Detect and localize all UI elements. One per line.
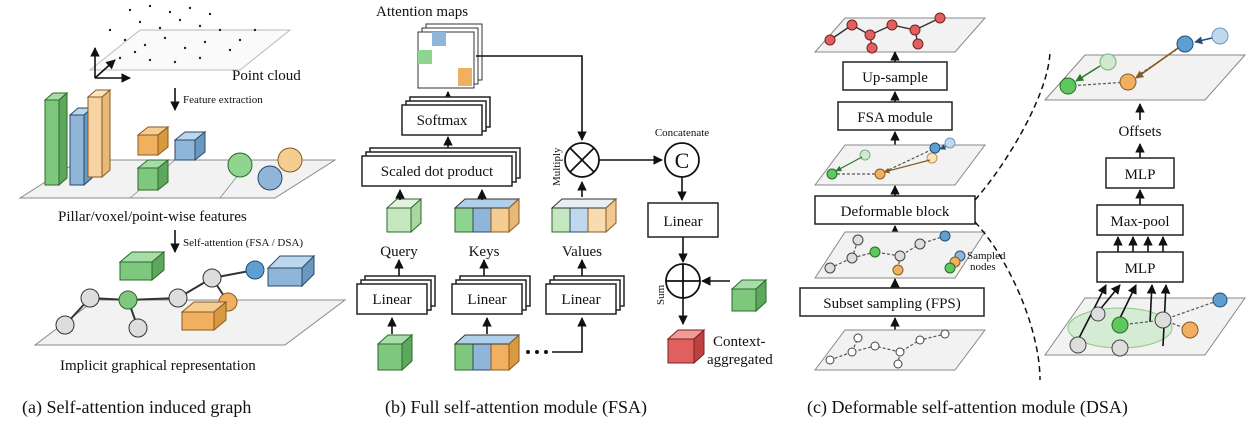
panel-b: Attention maps Softmax Scaled dot produc… (356, 4, 773, 418)
query-cube (385, 197, 423, 234)
deformable-block-box (814, 195, 976, 225)
multiply-icon (569, 147, 595, 173)
pillar-orange (86, 88, 112, 179)
mlp-label-bottom: MLP (1125, 261, 1156, 277)
point-cloud-points (108, 4, 257, 64)
input-graph (825, 329, 950, 369)
features-label: Pillar/voxel/point-wise features (58, 209, 247, 225)
linear-box-query (356, 275, 436, 315)
implicit-label: Implicit graphical representation (60, 358, 256, 374)
keys-label: Keys (469, 244, 500, 260)
sampled-nodes-icon (944, 250, 966, 274)
arrow-to-values-linear (552, 317, 587, 353)
pillar-green-small (118, 250, 166, 282)
fsa-module-label: FSA module (857, 110, 933, 126)
sampled-label: Sampled (967, 250, 1006, 262)
linear-label-out: Linear (663, 214, 702, 230)
mlp-box-top (1105, 157, 1175, 189)
arrow-maps-multiply (476, 55, 587, 141)
graph-node (55, 315, 75, 335)
zoom-line-top (974, 49, 1051, 201)
voxel-blue (173, 130, 207, 162)
softmax-box (401, 96, 491, 136)
keys-cubes (453, 197, 521, 234)
graph-node (168, 288, 188, 308)
sphere-blue (257, 165, 283, 191)
point-cloud-label: Point cloud (232, 68, 301, 84)
sampled-graph (824, 230, 951, 276)
offsets-label: Offsets (1118, 124, 1161, 140)
voxel-orange (136, 125, 170, 157)
input-cube-green (376, 333, 414, 372)
pillar-green (43, 91, 69, 187)
voxel-green (136, 158, 170, 192)
offsets-plane (1043, 54, 1247, 101)
values-label: Values (562, 244, 602, 260)
graph-node (128, 318, 148, 338)
values-cubes (550, 197, 618, 234)
self-attention-label: Self-attention (FSA / DSA) (183, 237, 303, 249)
upsample-label: Up-sample (862, 70, 928, 86)
pillar-orange-small (180, 300, 228, 332)
point-cloud-plane (88, 29, 292, 71)
subset-label: Subset sampling (FPS) (823, 296, 961, 312)
feature-extraction-label: Feature extraction (183, 94, 263, 106)
residual-cube-green (730, 278, 768, 313)
caption-c: (c) Deformable self-attention module (DS… (807, 397, 1128, 418)
linear-label-keys: Linear (467, 292, 506, 308)
sphere-green (227, 152, 253, 178)
multiply-label: Multiply (551, 147, 563, 186)
deformable-label: Deformable block (841, 204, 950, 220)
mlp-box-bottom (1096, 251, 1184, 283)
maxpool-label: Max-pool (1110, 214, 1169, 230)
softmax-label: Softmax (417, 113, 468, 129)
output-cube-red (666, 328, 706, 365)
axes-icon (90, 47, 131, 83)
pillar-blue-small (266, 254, 316, 288)
deformed-graph (826, 137, 956, 180)
aggregated-label: aggregated (707, 352, 773, 368)
query-label: Query (380, 244, 418, 260)
linear-label-values: Linear (561, 292, 600, 308)
upsample-box (842, 61, 948, 91)
mlp-label-top: MLP (1125, 167, 1156, 183)
nodes-label: nodes (970, 261, 996, 273)
offsets-graph (1059, 27, 1229, 95)
sphere-orange (277, 147, 303, 173)
scaled-dot-label: Scaled dot product (381, 164, 494, 180)
linear-box-out (647, 202, 719, 238)
fsa-module-box (837, 101, 953, 131)
panel-c: Up-sample FSA module Deformable block (799, 12, 1247, 418)
linear-box-values (545, 275, 625, 315)
attention-maps-label: Attention maps (376, 4, 468, 20)
subset-sampling-box (799, 287, 985, 317)
concat-icon: C (675, 148, 690, 173)
attention-maps (417, 23, 483, 89)
caption-b: (b) Full self-attention module (FSA) (385, 397, 647, 418)
output-graph (824, 12, 946, 54)
maxpool-box (1096, 204, 1184, 236)
concatenate-label: Concatenate (655, 127, 709, 139)
graph-node (202, 268, 222, 288)
linear-label-query: Linear (372, 292, 411, 308)
output-plane (813, 17, 987, 53)
sum-label: Sum (655, 284, 667, 305)
context-label: Context- (713, 334, 766, 350)
ellipsis-dots (526, 350, 548, 354)
linear-box-keys (451, 275, 531, 315)
graph-node-green (118, 290, 138, 310)
neighborhood-graph (1069, 292, 1228, 357)
caption-a: (a) Self-attention induced graph (22, 397, 251, 418)
graph-node (80, 288, 100, 308)
zoom-line-bottom (974, 221, 1041, 381)
scaled-dot-box (361, 147, 521, 187)
panel-a: Point cloud Feature extraction (18, 4, 347, 418)
input-cubes-multi (453, 333, 521, 372)
graph-node-blue (245, 260, 265, 280)
